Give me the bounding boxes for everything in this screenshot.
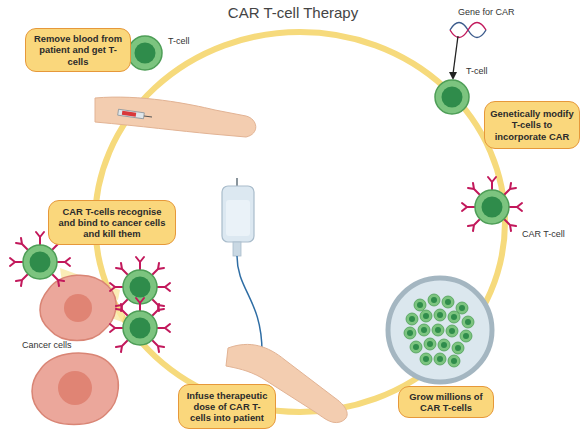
- t-cell-icon: [435, 80, 469, 114]
- petri-dish: [420, 353, 432, 365]
- petri-dish: [445, 299, 451, 305]
- insert-arrow: [449, 36, 458, 80]
- petri-dish: [417, 302, 423, 308]
- dna-helix: [450, 23, 486, 38]
- iv-bag: [222, 186, 254, 242]
- cancer-cell: [40, 275, 116, 340]
- petri-dish: [451, 314, 457, 320]
- iv-bag: [236, 178, 238, 186]
- iv-bag: [222, 178, 262, 352]
- iv-bag: [226, 200, 250, 236]
- cancer-cell: [40, 275, 116, 340]
- dna-helix: [450, 23, 486, 38]
- step-box: Remove blood from patient and get T- cel…: [25, 28, 131, 72]
- cell-label: T-cell: [168, 36, 190, 46]
- petri-dish: [409, 316, 415, 322]
- petri-dish: [442, 296, 454, 308]
- t-cell-icon: [128, 36, 162, 70]
- cell-label: Cancer cells: [22, 340, 72, 350]
- step-text: CAR T-cells recognise and bind to cancer…: [54, 206, 170, 239]
- petri-dish: [388, 278, 492, 382]
- petri-dish: [434, 353, 446, 365]
- petri-dish: [420, 310, 432, 322]
- step-text: Genetically modify T-cells to incorporat…: [490, 108, 574, 141]
- petri-dish: [407, 330, 413, 336]
- step-box: Grow millions of CAR T-cells: [398, 386, 494, 418]
- cancer-cell: [32, 353, 118, 425]
- petri-dish: [432, 324, 444, 336]
- iv-bag: [233, 242, 241, 256]
- petri-dish: [446, 325, 458, 337]
- patient-arm-top: [95, 97, 256, 137]
- syringe: [144, 116, 152, 117]
- cancer-cell: [32, 353, 118, 425]
- t-cell-icon: [128, 36, 162, 70]
- petri-dish: [424, 338, 436, 350]
- petri-dish: [449, 328, 455, 334]
- syringe: [122, 111, 136, 117]
- petri-dish: [463, 333, 469, 339]
- petri-dish: [437, 312, 443, 318]
- gene-label: Gene for CAR: [458, 7, 515, 17]
- cancer-cell: [64, 294, 92, 322]
- insert-arrow: [453, 36, 458, 74]
- dna-helix: [450, 23, 486, 38]
- car-t-cell-icon: [110, 298, 170, 352]
- petri-dish: [428, 294, 440, 306]
- petri-dish: [455, 345, 461, 351]
- car-t-cell-icon: [462, 177, 522, 231]
- syringe: [118, 109, 152, 119]
- petri-dish: [410, 341, 422, 353]
- petri-dish: [438, 339, 450, 351]
- petri-dish: [423, 313, 429, 319]
- petri-dish: [404, 327, 416, 339]
- step-text: Grow millions of CAR T-cells: [404, 391, 488, 413]
- petri-dish: [448, 355, 460, 367]
- petri-dish: [452, 342, 464, 354]
- petri-dish: [462, 316, 474, 328]
- petri-dish: [459, 305, 465, 311]
- car-t-cell-icon: [462, 177, 522, 231]
- step-text: Remove blood from patient and get T- cel…: [31, 33, 125, 66]
- petri-dish: [413, 344, 419, 350]
- t-cell-icon: [435, 80, 469, 114]
- insert-arrow: [449, 72, 457, 80]
- cell-label: T-cell: [466, 66, 488, 76]
- cancer-cell: [58, 371, 92, 405]
- petri-dish: [435, 327, 441, 333]
- petri-dish: [388, 278, 492, 382]
- iv-bag: [237, 256, 262, 352]
- cell-label: CAR T-cell: [522, 229, 565, 239]
- step-text: Infuse therapeutic dose of CAR T-cells i…: [184, 390, 270, 423]
- petri-dish: [423, 356, 429, 362]
- petri-dish: [431, 297, 437, 303]
- petri-dish: [418, 324, 430, 336]
- petri-dish: [427, 341, 433, 347]
- petri-dish: [441, 342, 447, 348]
- petri-dish: [404, 294, 474, 367]
- petri-dish: [414, 299, 426, 311]
- petri-dish: [465, 319, 471, 325]
- petri-dish: [407, 297, 471, 364]
- petri-dish: [421, 327, 427, 333]
- patient-arm-top: [95, 97, 256, 137]
- step-box: Genetically modify T-cells to incorporat…: [484, 101, 580, 149]
- petri-dish: [406, 313, 418, 325]
- petri-dish: [434, 309, 446, 321]
- petri-dish: [437, 356, 443, 362]
- car-t-cell-icon: [110, 298, 170, 352]
- syringe: [118, 109, 145, 119]
- step-box: Infuse therapeutic dose of CAR T-cells i…: [178, 384, 276, 429]
- petri-dish: [451, 358, 457, 364]
- petri-dish: [448, 311, 460, 323]
- petri-dish: [460, 330, 472, 342]
- step-box: CAR T-cells recognise and bind to cancer…: [48, 200, 176, 245]
